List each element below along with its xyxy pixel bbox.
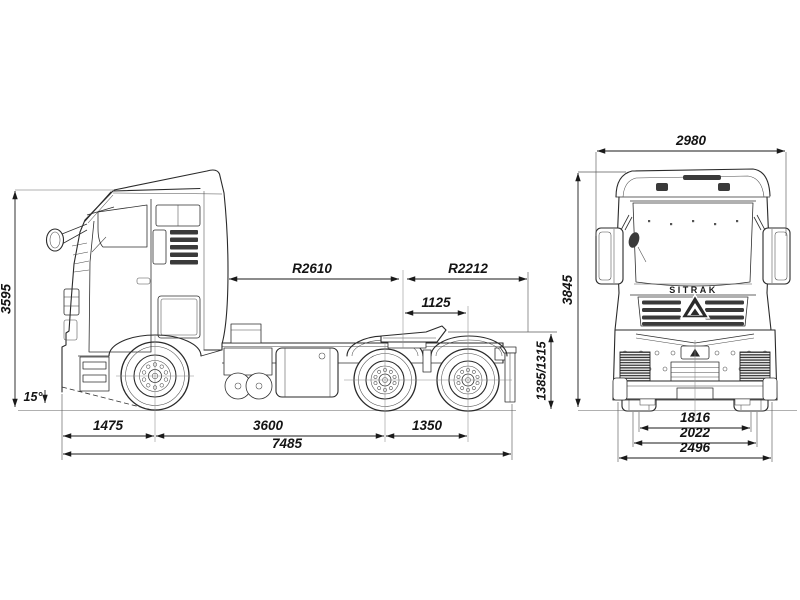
dim-cab-swing-radius: R2610 — [229, 261, 399, 282]
dim-fifthwheel-offset: 1125 — [405, 295, 466, 316]
rear-swing-radius-label: R2212 — [448, 261, 488, 276]
front-grille-louvers — [71, 242, 90, 273]
approach-angle-label: 15° — [24, 390, 44, 404]
front-overhang-label: 1475 — [93, 418, 124, 433]
dim-overall-length: 7485 — [63, 436, 511, 457]
entry-steps — [79, 356, 110, 392]
front-view: SITRAK — [560, 133, 797, 462]
dim-front-track: 1816 — [638, 410, 752, 432]
fifthwheel-height-label: 1385/1315 — [535, 340, 549, 400]
fuel-tank — [275, 347, 339, 398]
fifth-wheel — [380, 325, 447, 349]
dim-width-over-mirrors: 2980 — [595, 133, 787, 236]
overall-height-label: 3595 — [0, 283, 14, 314]
wheelbase-label: 3600 — [253, 418, 284, 433]
roof-spoiler — [113, 169, 225, 194]
grille-badge-text: SITRAK — [669, 285, 718, 295]
roof-spoiler-front — [615, 168, 771, 198]
width-over-mirrors-label: 2980 — [675, 133, 707, 148]
fifthwheel-offset-label: 1125 — [421, 295, 451, 310]
air-tanks — [224, 372, 273, 400]
headlight-side — [63, 288, 80, 316]
inter-axle-flap — [422, 349, 432, 373]
bumper-step-light — [63, 319, 78, 341]
dim-tire-outer-width: 2022 — [632, 412, 758, 447]
tire-outer-width-label: 2022 — [679, 425, 711, 440]
overall-length-label: 7485 — [272, 436, 303, 451]
tow-cover-right — [734, 398, 751, 406]
centerlines-side — [116, 270, 512, 442]
dim-front-height: 3845 — [560, 171, 626, 407]
air-filter-box — [230, 323, 262, 344]
windshield-dots — [648, 220, 739, 226]
dim-fifthwheel-height: 1385/1315 — [448, 331, 557, 409]
front-track-label: 1816 — [680, 410, 711, 425]
windshield-side — [84, 191, 112, 222]
headlight-left — [619, 351, 651, 382]
headlight-right — [739, 351, 771, 382]
mirror-arm — [61, 223, 88, 245]
intake-louvers — [170, 230, 198, 265]
dim-wheelbase: 3600 — [156, 418, 384, 439]
front-height-label: 3845 — [560, 274, 575, 305]
cab-door — [88, 199, 152, 353]
grille — [637, 293, 749, 327]
dim-overall-height-side: 3595 — [0, 191, 18, 407]
door-window — [97, 204, 148, 248]
mirror-left — [595, 214, 633, 285]
visor-bracket-left — [656, 183, 668, 191]
mirror-arm-mount — [628, 232, 640, 248]
cab-rear-fairing — [203, 192, 229, 351]
front-wheel-arch — [108, 334, 202, 357]
dim-tandem-spacing: 1350 — [386, 418, 467, 439]
dim-rear-swing-radius: R2212 — [407, 261, 529, 332]
side-storage-hatch — [157, 295, 201, 339]
cab-front: SITRAK — [595, 168, 791, 331]
brand-logo — [679, 293, 711, 319]
roof-vent — [683, 175, 721, 180]
door-handle — [136, 277, 151, 285]
visor-bracket-right — [718, 183, 730, 191]
overall-width-label: 2496 — [679, 440, 711, 455]
dim-bottom-extensions — [61, 394, 513, 460]
fixed-side-window — [152, 229, 167, 265]
wiper-front — [637, 246, 647, 263]
side-view: 15° 3595 R2610 R2212 1125 1385/1315 — [0, 169, 557, 460]
tandem-spacing-label: 1350 — [412, 418, 443, 433]
tow-cover-left — [639, 398, 656, 406]
mirror-right — [753, 214, 791, 285]
dim-overall-width: 2496 — [617, 402, 773, 462]
cab-swing-radius-label: R2610 — [292, 261, 332, 276]
side-mirror — [45, 223, 88, 252]
battery-box — [223, 347, 273, 376]
windshield — [630, 200, 756, 287]
dim-approach-angle: 15° — [24, 386, 153, 411]
cab-side — [45, 169, 229, 393]
cab-front-details — [63, 242, 90, 341]
dim-front-overhang: 1475 — [63, 418, 154, 439]
wiper — [91, 236, 107, 253]
sun-visor — [86, 206, 115, 216]
